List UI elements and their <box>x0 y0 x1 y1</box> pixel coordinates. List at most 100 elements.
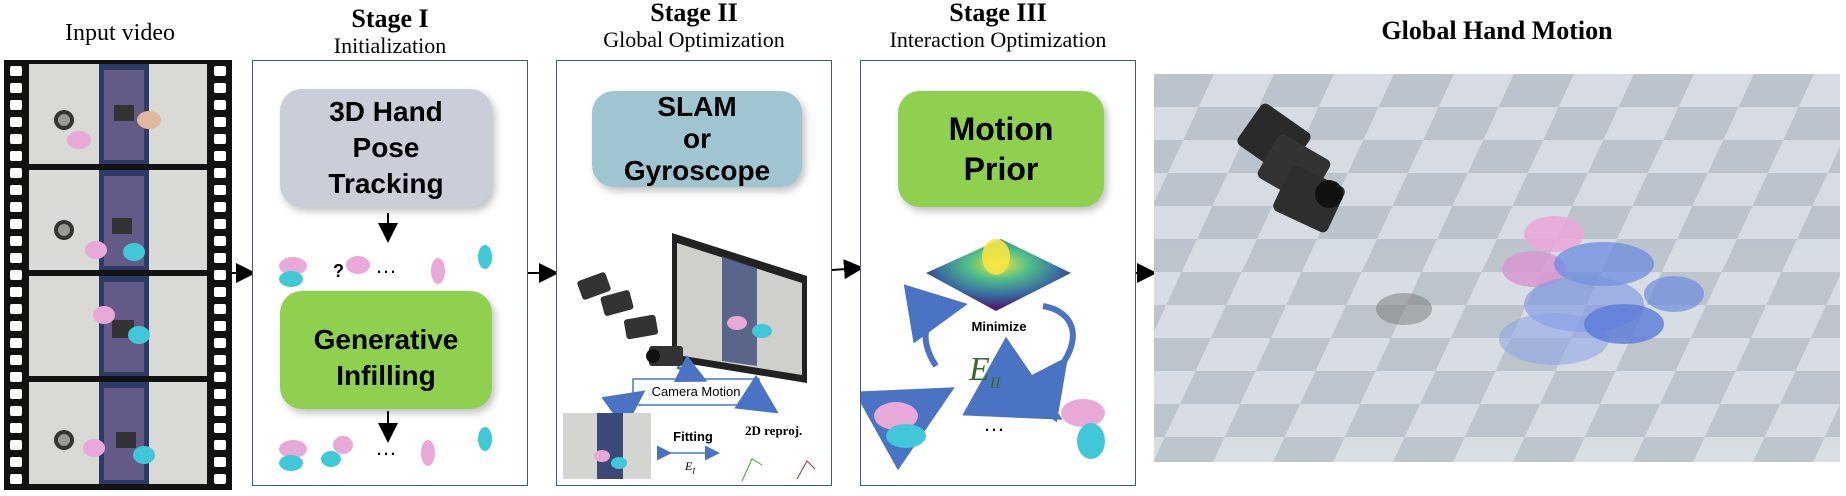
hand-pose-tracking-box: 3D Hand Pose Tracking <box>280 89 492 207</box>
hand-pose-left <box>874 402 926 448</box>
sprocket-hole <box>10 457 22 467</box>
sprocket-hole <box>214 338 226 348</box>
sprocket-hole <box>10 321 22 331</box>
sprocket-hole <box>10 117 22 127</box>
sprocket-hole <box>10 406 22 416</box>
stage2-subtitle: Global Optimization <box>603 27 785 52</box>
ellipsis-bottom: … <box>375 435 397 460</box>
slam-gyroscope-box: SLAM or Gyroscope <box>592 91 802 187</box>
sprocket-hole <box>10 423 22 433</box>
sprocket-hole <box>10 219 22 229</box>
sprocket-hole <box>214 66 226 76</box>
sprocket-hole <box>10 338 22 348</box>
sprocket-hole <box>214 83 226 93</box>
sprocket-hole <box>214 304 226 314</box>
stage3-ellipsis: … <box>983 411 1005 436</box>
sprocket-hole <box>214 423 226 433</box>
arrow-fitting-right <box>734 374 779 414</box>
fitting-frame-thumbnail <box>563 413 651 479</box>
stage2-graphics <box>563 233 816 482</box>
stage2-title: Stage II <box>650 0 738 27</box>
video-frame-1 <box>29 64 207 164</box>
hand-icon-row-top <box>279 245 492 287</box>
camera-icons <box>577 272 683 366</box>
arrow-hands-in <box>861 387 955 471</box>
sprocket-hole <box>214 117 226 127</box>
hand-icon-row-bottom <box>279 427 492 471</box>
sprocket-hole <box>10 287 22 297</box>
sprocket-hole <box>10 355 22 365</box>
minimize-arrow-left <box>903 284 968 368</box>
hand-pose-right <box>1061 399 1105 459</box>
sprocket-hole <box>214 287 226 297</box>
sprocket-hole <box>214 474 226 484</box>
sprocket-hole <box>10 372 22 382</box>
input-video-label: Input video <box>65 20 175 46</box>
energy-e1-label: EI <box>685 459 696 476</box>
fitting-label: Fitting <box>673 429 713 444</box>
motion-prior-box: Motion Prior <box>898 91 1104 207</box>
film-sprockets-right <box>214 66 226 484</box>
reprojection-sketch <box>741 458 816 482</box>
sprocket-hole <box>214 406 226 416</box>
sprocket-hole <box>10 185 22 195</box>
sprocket-hole <box>10 168 22 178</box>
film-strip <box>4 60 232 490</box>
arrow-hands-out <box>962 336 1063 420</box>
output-render <box>1154 74 1840 462</box>
stage3-subtitle: Interaction Optimization <box>889 27 1107 52</box>
sprocket-hole <box>214 321 226 331</box>
sprocket-hole <box>10 66 22 76</box>
ellipsis-top: … <box>375 253 397 278</box>
arrow-stage2-to-stage3 <box>831 259 864 280</box>
sprocket-hole <box>10 100 22 110</box>
sprocket-hole <box>214 440 226 450</box>
video-frame-4 <box>29 382 207 484</box>
camera-image-plane <box>672 233 807 383</box>
sprocket-hole <box>10 83 22 93</box>
sprocket-hole <box>10 236 22 246</box>
sprocket-hole <box>10 440 22 450</box>
sprocket-hole <box>10 134 22 144</box>
sprocket-hole <box>214 219 226 229</box>
camera-motion-label: Camera Motion <box>651 384 741 399</box>
prior-peak <box>982 239 1010 275</box>
sprocket-hole <box>214 355 226 365</box>
video-frame-2 <box>29 170 207 270</box>
arrow-fitting-left <box>601 390 646 430</box>
sprocket-hole <box>214 100 226 110</box>
sprocket-hole <box>214 134 226 144</box>
sprocket-hole <box>214 389 226 399</box>
sprocket-hole <box>10 304 22 314</box>
film-sprockets-left <box>10 66 22 484</box>
hand-motion-render <box>1499 216 1704 365</box>
stage3-panel: Motion Prior Minimize EII … <box>860 60 1136 486</box>
stage2-panel: SLAM or Gyroscope <box>556 60 832 486</box>
sprocket-hole <box>10 270 22 280</box>
minimize-label: Minimize <box>971 319 1027 334</box>
sprocket-hole <box>10 389 22 399</box>
stage3-title: Stage III <box>949 0 1047 27</box>
camera-shadow <box>1376 293 1432 325</box>
sprocket-hole <box>10 151 22 161</box>
sprocket-hole <box>214 202 226 212</box>
sprocket-hole <box>214 270 226 280</box>
sprocket-hole <box>214 253 226 263</box>
sprocket-hole <box>214 185 226 195</box>
sprocket-hole <box>214 372 226 382</box>
sprocket-hole <box>10 202 22 212</box>
sprocket-hole <box>214 457 226 467</box>
generative-infilling-box: Generative Infilling <box>280 291 492 409</box>
sprocket-hole <box>214 236 226 246</box>
sprocket-hole <box>214 168 226 178</box>
sprocket-hole <box>10 253 22 263</box>
stage1-subtitle: Initialization <box>333 33 447 58</box>
stage1-panel: 3D Hand Pose Tracking ? … Generative Inf… <box>252 60 528 486</box>
stage1-title: Stage I <box>351 4 429 33</box>
sprocket-hole <box>214 151 226 161</box>
reprojection-label: 2D reproj. <box>745 423 803 438</box>
minimize-arrow-right <box>1008 303 1076 423</box>
sprocket-hole <box>10 474 22 484</box>
energy-e2-label: EII <box>969 351 1001 392</box>
